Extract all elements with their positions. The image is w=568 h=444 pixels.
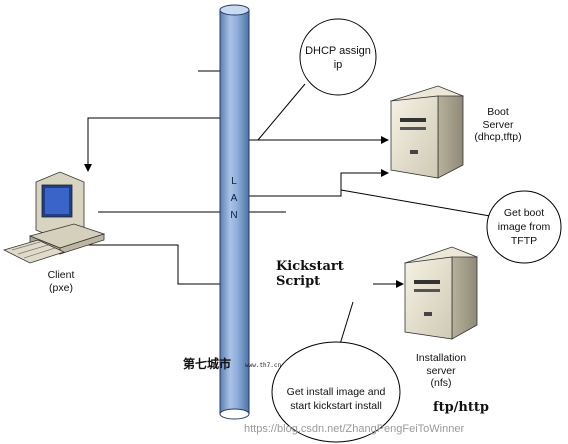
dhcp-reply-link bbox=[87, 117, 221, 165]
chinese-watermark: 第七城市 bbox=[183, 357, 232, 371]
csdn-watermark: https://blog.csdn.net/ZhangPengFeiToWinn… bbox=[244, 423, 465, 435]
boot-request-link bbox=[249, 172, 385, 197]
install-bubble-text: Get install image and start kickstart in… bbox=[286, 386, 386, 412]
dhcp-pointer bbox=[257, 83, 306, 141]
dhcp-bubble-text: DHCP assign ip bbox=[305, 45, 371, 71]
tftp-bubble-text: Get boot image from TFTP bbox=[497, 207, 551, 247]
installation-server-label: Installation server (nfs) bbox=[415, 352, 467, 389]
arrow-to-boot-server bbox=[381, 136, 389, 144]
installation-server-icon bbox=[403, 246, 479, 340]
lan-label: L A N bbox=[230, 176, 238, 221]
tftp-bubble bbox=[486, 190, 562, 264]
dhcp-bubble bbox=[299, 18, 377, 96]
arrow-to-client bbox=[84, 164, 92, 172]
boot-server-label: Boot Server (dhcp,tftp) bbox=[474, 106, 522, 143]
kickstart-script-label: Kickstart Script bbox=[276, 259, 344, 289]
tftp-pointer bbox=[340, 189, 491, 217]
lan-pipe bbox=[219, 4, 250, 420]
install-bubble bbox=[271, 341, 401, 443]
arrow-to-boot-server-2 bbox=[381, 169, 389, 177]
client-label: Client (pxe) bbox=[47, 269, 75, 294]
arrow-to-install-server bbox=[396, 280, 404, 288]
client-computer-icon bbox=[2, 171, 106, 264]
site-watermark: www.th7.cn bbox=[245, 362, 282, 369]
ftp-http-label: ftp/http bbox=[433, 400, 489, 415]
boot-server-icon bbox=[389, 85, 465, 179]
client-install-link bbox=[88, 244, 221, 285]
connection-lines bbox=[87, 70, 491, 355]
arrowheads bbox=[84, 136, 404, 288]
